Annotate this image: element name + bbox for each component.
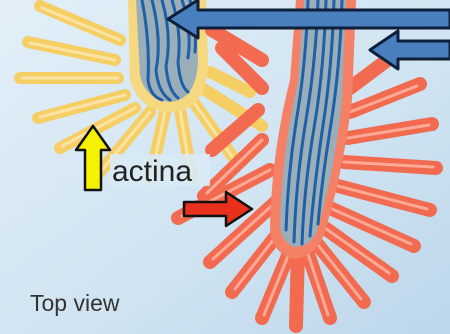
view-label: Top view — [30, 290, 120, 316]
actin-label: actina — [112, 155, 192, 188]
